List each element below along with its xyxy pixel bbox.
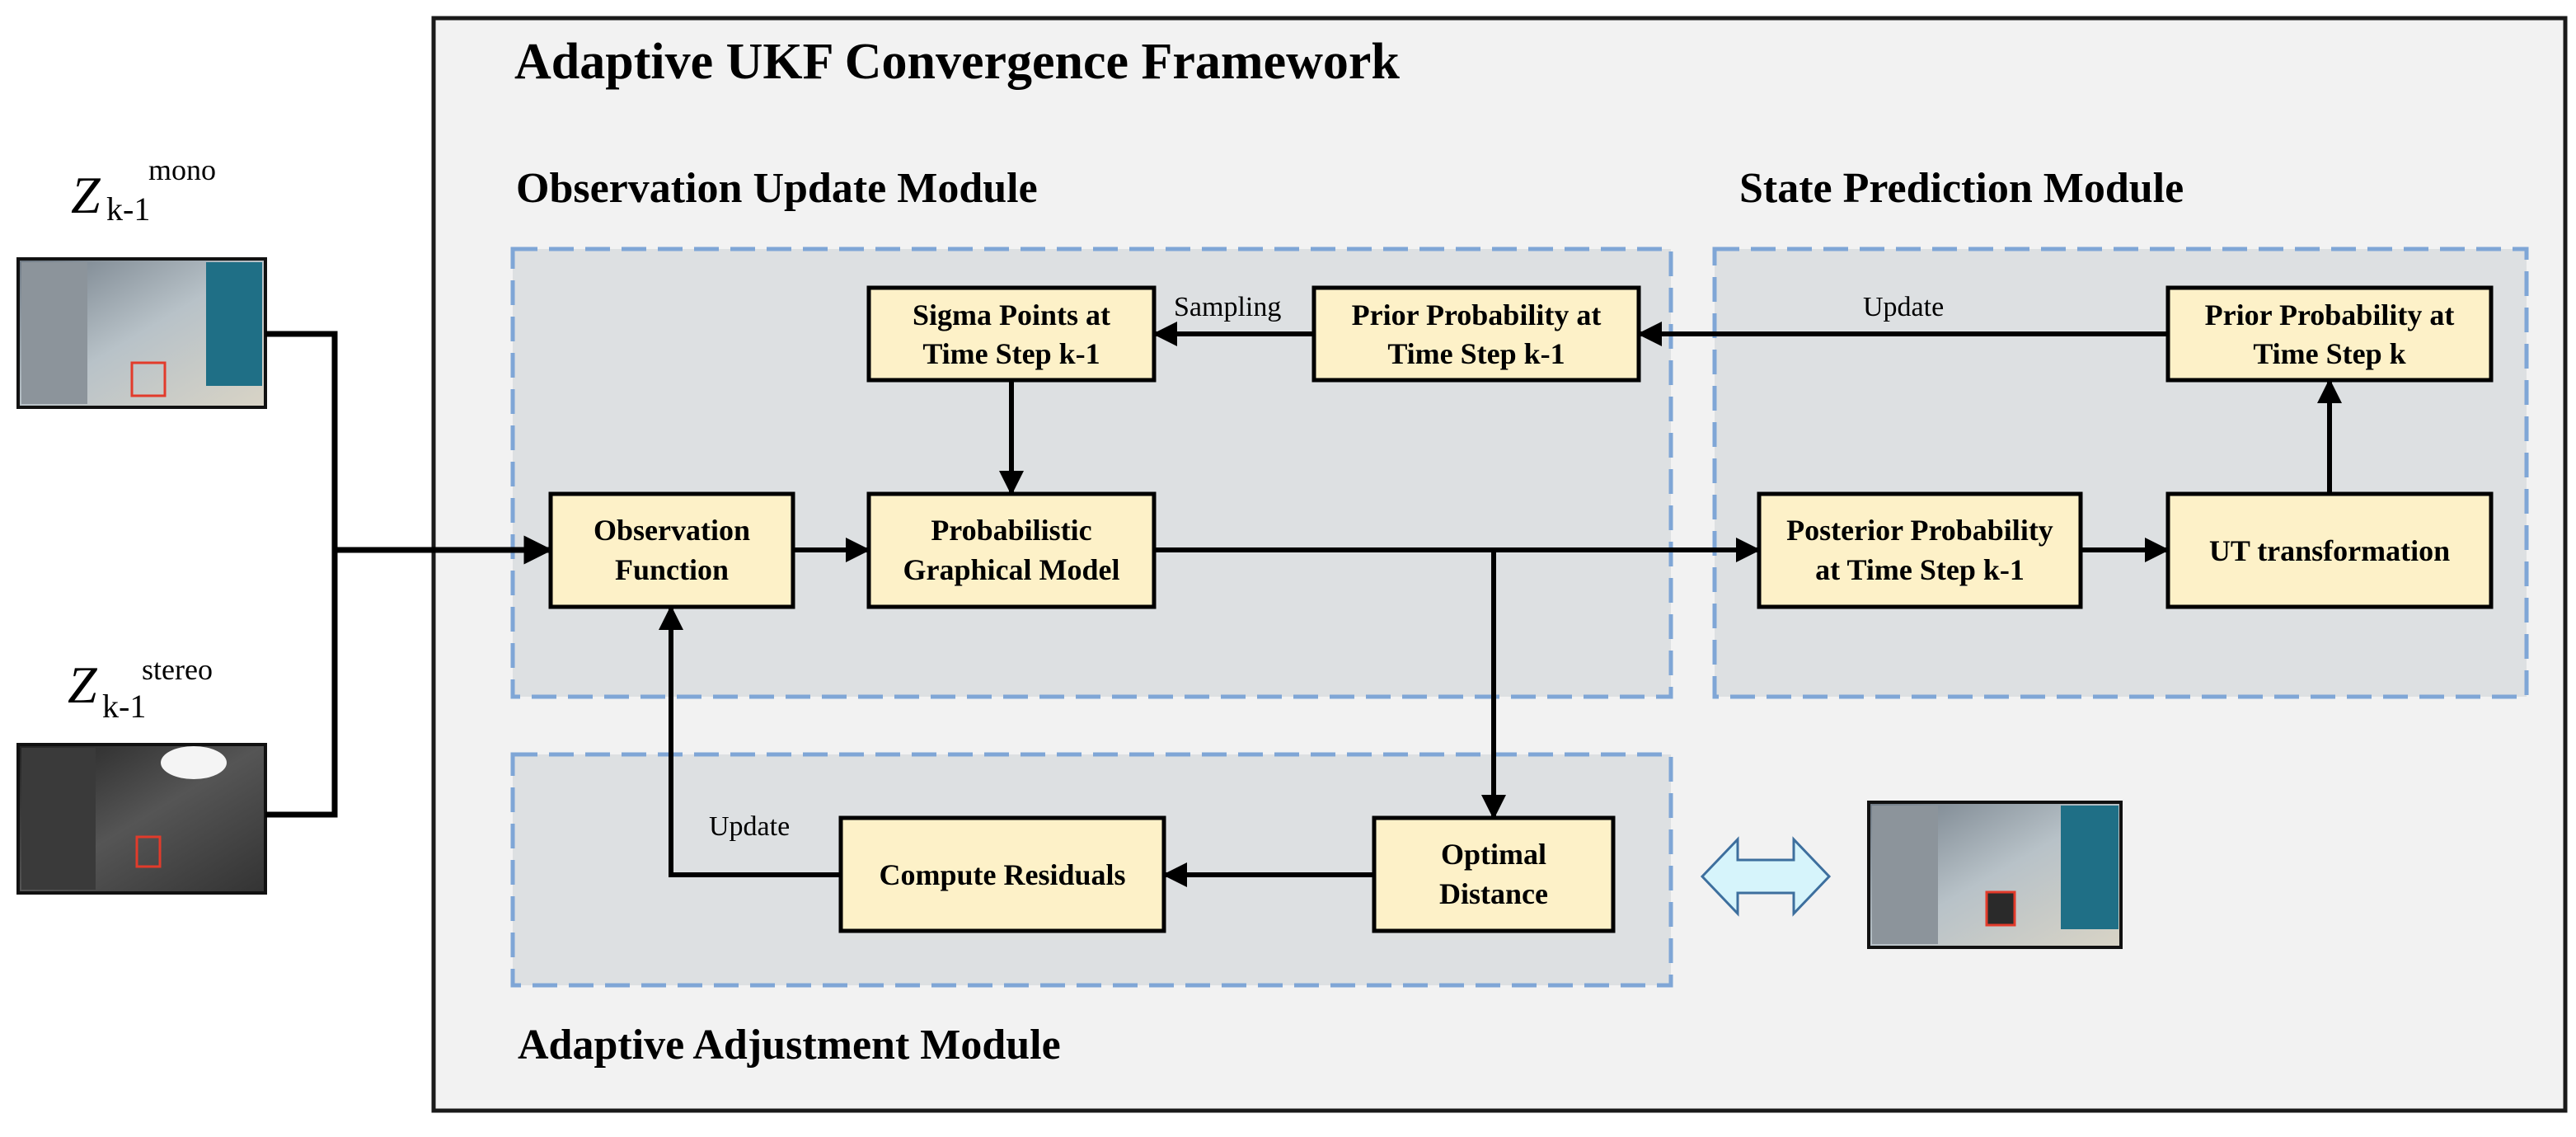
double-arrow-icon [1700,836,1832,917]
observation-function-line1: Observation [594,514,750,547]
prior-k1-line1: Prior Probability at [1352,298,1602,331]
mono-subscript: k-1 [106,190,150,228]
stereo-subscript: k-1 [102,688,146,725]
update-adjustment-label: Update [709,811,790,842]
adaptive-adjustment-module-title: Adaptive Adjustment Module [518,1022,1061,1069]
compute-residuals-label: Compute Residuals [879,858,1125,891]
stereo-input-label: Z k-1 stereo [68,653,213,725]
sigma-points-line1: Sigma Points at [913,298,1110,331]
mono-input-image [16,257,267,409]
stereo-symbol: Z [68,655,98,714]
optimal-distance-box: Optimal Distance [1372,815,1616,933]
mono-superscript: mono [148,153,216,186]
stereo-input-image [16,743,267,895]
observation-update-module-title: Observation Update Module [516,165,1038,212]
ut-transformation-box: UT transformation [2165,491,2494,609]
sigma-points-box: Sigma Points at Time Step k-1 [866,285,1157,383]
prior-k1-box: Prior Probability at Time Step k-1 [1311,285,1641,383]
prior-k-box: Prior Probability at Time Step k [2165,285,2494,383]
optimal-distance-line2: Distance [1439,877,1548,910]
observation-function-line2: Function [615,553,729,586]
arrow-residuals-to-observation [659,605,841,877]
posterior-k1-line1: Posterior Probability [1786,514,2053,547]
sigma-points-line2: Time Step k-1 [922,337,1100,370]
mono-input-label: Z k-1 mono [71,153,216,228]
stereo-superscript: stereo [142,653,213,686]
posterior-k1-box: Posterior Probability at Time Step k-1 [1757,491,2083,609]
input-connectors [265,331,553,818]
probabilistic-model-box: Probabilistic Graphical Model [866,491,1157,609]
compute-residuals-box: Compute Residuals [838,815,1166,933]
update-prediction-label: Update [1863,292,1944,322]
optimal-distance-line1: Optimal [1441,838,1546,871]
probabilistic-model-line1: Probabilistic [931,514,1091,547]
prior-k1-line2: Time Step k-1 [1387,337,1565,370]
mono-symbol: Z [71,166,101,224]
ut-transformation-label: UT transformation [2209,534,2450,567]
posterior-k1-line2: at Time Step k-1 [1815,553,2025,586]
prior-k-line2: Time Step k [2253,337,2405,370]
framework-title: Adaptive UKF Convergence Framework [514,34,1400,90]
state-prediction-module-title: State Prediction Module [1739,165,2184,212]
observation-function-box: Observation Function [548,491,795,609]
probabilistic-model-line2: Graphical Model [903,553,1120,586]
sampling-label: Sampling [1174,292,1281,322]
prior-k-line1: Prior Probability at [2205,298,2455,331]
reference-output-image [1867,801,2123,949]
